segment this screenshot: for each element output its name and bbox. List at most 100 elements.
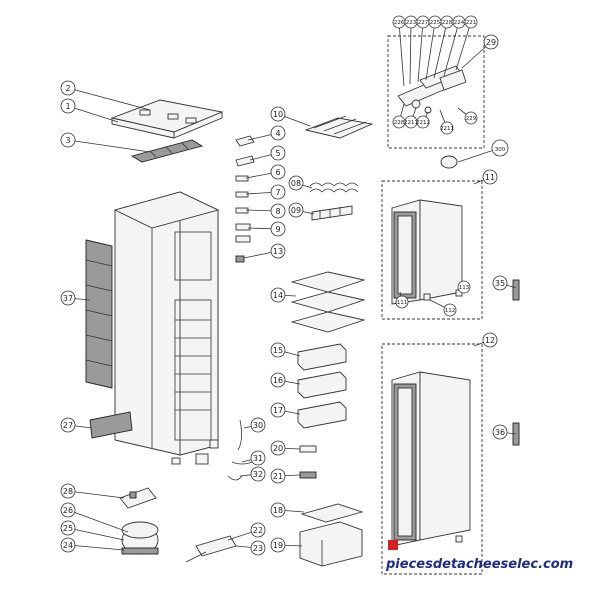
part-callout: 1 <box>60 98 76 114</box>
callout-label: 18 <box>273 506 283 515</box>
part-callout: 21 <box>270 468 286 484</box>
part-callout: 2212 <box>416 115 430 129</box>
callout-label: 29 <box>486 38 496 47</box>
callout-circle <box>270 243 286 259</box>
part-callout: 08 <box>288 175 304 191</box>
part-callout: 111 <box>395 295 409 309</box>
callout-label: 229 <box>466 116 477 122</box>
callout-label: 228 <box>442 20 453 26</box>
callout-label: 16 <box>273 376 283 385</box>
callout-label: 2212 <box>416 120 430 126</box>
part-callout: 16 <box>270 372 286 388</box>
callout-label: 227 <box>418 20 429 26</box>
callout-circle <box>60 132 76 148</box>
callout-circle <box>60 80 76 96</box>
callout-circle <box>491 139 509 157</box>
part-callout: 30 <box>250 417 266 433</box>
callout-circle <box>464 111 478 125</box>
part-callout: 113 <box>457 280 471 294</box>
part-callout: 20 <box>270 440 286 456</box>
callout-circle <box>270 203 286 219</box>
control-strip-part <box>130 139 204 163</box>
part-callout: 09 <box>288 202 304 218</box>
callout-circle <box>492 424 508 440</box>
callout-circle <box>288 202 304 218</box>
callout-leader-line <box>67 105 119 123</box>
callout-circle <box>270 145 286 161</box>
part-callout: 221 <box>464 15 478 29</box>
callout-leader-line <box>417 21 424 83</box>
part-callout: 7 <box>270 184 286 200</box>
base-plate-part <box>89 411 133 439</box>
callout-leader-line <box>67 490 125 499</box>
callout-label: 221 <box>466 20 477 26</box>
part-callout: 8 <box>270 203 286 219</box>
ice-tray-part <box>309 182 359 193</box>
callout-label: 2211 <box>440 126 454 132</box>
part-callout: 17 <box>270 402 286 418</box>
freezer-grid-shelf-part <box>304 115 374 139</box>
callout-label: 15 <box>273 346 283 355</box>
part-callout: 2 <box>60 80 76 96</box>
callout-leader-line <box>67 87 151 111</box>
callout-circle <box>60 502 76 518</box>
part-callout: 11 <box>482 169 498 185</box>
callout-circle <box>482 169 498 185</box>
callout-leader-line <box>67 544 125 551</box>
hinge-brackets-part <box>235 135 255 263</box>
part-callout: 300 <box>491 139 509 157</box>
part-callout: 28 <box>60 483 76 499</box>
callout-circle <box>270 440 286 456</box>
callout-label: 112 <box>445 308 456 314</box>
callout-circle <box>60 290 76 306</box>
condenser-part <box>85 239 113 389</box>
callout-label: 22 <box>253 526 263 535</box>
callout-label: 26 <box>63 506 73 515</box>
callout-label: 1 <box>65 102 70 111</box>
callout-circle <box>270 537 286 553</box>
callout-circle <box>270 342 286 358</box>
callout-label: 24 <box>63 541 73 550</box>
part-callout: 225 <box>428 15 442 29</box>
lamp-cover-part <box>440 155 458 169</box>
crisper-drawer-part <box>299 503 364 567</box>
callout-label: 30 <box>253 421 263 430</box>
callout-label: 36 <box>495 428 505 437</box>
part-callout: 29 <box>483 34 499 50</box>
callout-leader-line <box>67 509 129 533</box>
part-callout: 2211 <box>440 121 454 135</box>
callout-leader-line <box>67 527 125 541</box>
part-callout: 23 <box>250 540 266 556</box>
callout-label: 28 <box>63 487 73 496</box>
part-callout: 24 <box>60 537 76 553</box>
part-callout: 112 <box>443 303 457 317</box>
callout-label: 7 <box>275 188 280 197</box>
callout-circle <box>443 303 457 317</box>
callout-label: 4 <box>275 129 280 138</box>
callout-label: 25 <box>63 524 73 533</box>
callout-label: 14 <box>273 291 283 300</box>
part-callout: 223 <box>404 15 418 29</box>
callout-label: 300 <box>495 147 506 153</box>
part-callout: 27 <box>60 417 76 433</box>
callout-label: 35 <box>495 279 505 288</box>
callout-label: 10 <box>273 110 283 119</box>
callout-circle <box>270 164 286 180</box>
part-callout: 37 <box>60 290 76 306</box>
door-bins-part <box>297 343 347 429</box>
callout-circle <box>270 287 286 303</box>
callout-circle <box>270 221 286 237</box>
part-callout: 226 <box>392 15 406 29</box>
callout-label: 5 <box>275 149 280 158</box>
callout-circle <box>60 98 76 114</box>
callout-label: 21 <box>273 472 283 481</box>
callout-circle <box>270 468 286 484</box>
callout-circle <box>482 332 498 348</box>
callout-circle <box>60 537 76 553</box>
callout-label: 32 <box>253 470 263 479</box>
callout-circle <box>288 175 304 191</box>
part-callout: 6 <box>270 164 286 180</box>
callout-label: 6 <box>275 168 280 177</box>
compressor-part <box>121 521 159 555</box>
